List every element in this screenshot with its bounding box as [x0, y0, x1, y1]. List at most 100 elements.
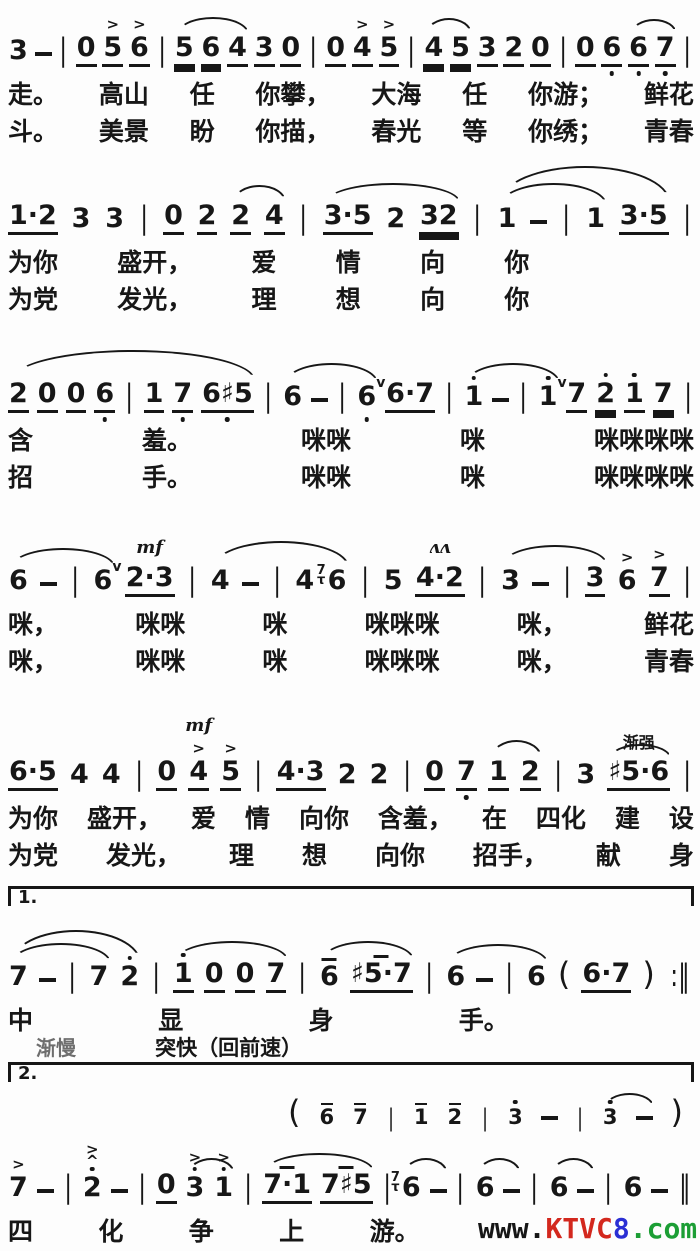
octave-dot-above [192, 1166, 198, 1171]
note-token: 0 [163, 202, 184, 235]
lyric-syllable: 咪咪咪 [364, 646, 440, 676]
note-token: 0 [574, 34, 596, 67]
barline: | [186, 565, 198, 597]
note-token: 0 [36, 380, 58, 413]
accent-icon: > [106, 15, 120, 33]
lyrics-line: 招手。咪咪咪咪咪咪咪 [8, 462, 694, 492]
lyric-syllable: 含 [8, 426, 34, 455]
barline: ‖ [679, 1169, 691, 1205]
barline: | [137, 1169, 146, 1205]
note-token: 6 [401, 1172, 421, 1203]
note-token: 2 [369, 761, 390, 791]
note-token: 2 [230, 202, 252, 235]
lyric-syllable: 想 [335, 284, 361, 314]
note-token: 2 [196, 202, 218, 235]
lyric-syllable: 中 [8, 1006, 34, 1035]
octave-dot [662, 71, 668, 76]
barline: | [359, 565, 371, 597]
duration-dash [36, 1188, 54, 1193]
accent-icon: > [653, 545, 666, 563]
barline: | [272, 562, 281, 598]
lyric-syllable: 发光， [105, 840, 181, 870]
note-upper-marks: > [356, 17, 369, 32]
dynamic-mf: mf [136, 537, 164, 558]
barline: | [604, 1169, 613, 1205]
duration-dash [503, 1188, 521, 1205]
lyrics-line: 咪，咪咪咪咪咪咪咪，青春 [8, 646, 694, 676]
octave-bar-above [320, 1102, 333, 1105]
note-token: 4 [188, 758, 210, 791]
barline: | [63, 1169, 72, 1205]
note-token: 2 [8, 380, 29, 413]
note-token: 0 [155, 1171, 177, 1204]
lyric-syllable: 你 [504, 284, 530, 314]
lyrics-line: 含羞。咪咪咪咪咪咪咪 [8, 427, 694, 455]
tempo-markings: 渐慢 突快（回前速） [36, 1032, 302, 1062]
octave-dot-above [221, 1166, 226, 1171]
barline: | [561, 565, 573, 597]
lyric-syllable: 鲜花 [643, 80, 694, 109]
note-token: 6·5 [8, 758, 58, 791]
note-token: 3 [584, 564, 606, 597]
barline: | [562, 200, 571, 236]
lyric-syllable: 斗。 [8, 116, 59, 146]
lyric-syllable: 春光 [371, 116, 422, 146]
note-token: 3·5 [618, 202, 669, 235]
note-token: 0 [75, 34, 97, 67]
note-token: 2 [519, 758, 541, 791]
note-token: 3 [575, 761, 596, 791]
note-token: mf>4 [185, 717, 212, 791]
note-token: 3 [501, 565, 520, 596]
lyric-syllable: 向你 [298, 804, 349, 833]
duration-dash [429, 1188, 447, 1193]
note-token: 0 [529, 34, 551, 67]
lyrics-line: 中显身手。 [8, 1007, 509, 1035]
note-token: 2 [503, 34, 525, 67]
parenthesis: ) [641, 958, 655, 993]
note-token: >4 [351, 17, 373, 67]
note-upper-marks: mf> [185, 717, 212, 756]
note-token: 5 [450, 34, 471, 67]
barline: | [123, 381, 135, 413]
note-upper-marks [448, 1102, 461, 1105]
accent-icon: > [224, 739, 237, 757]
tempo-slow-label: 渐慢 [36, 1036, 76, 1060]
barline: | [517, 381, 529, 413]
note-token: 3 [500, 567, 521, 597]
note-token: 4 [210, 565, 230, 596]
note-token: 1 [464, 381, 484, 412]
duration-dash [242, 581, 260, 598]
duration-dash [540, 1115, 558, 1132]
note-token: 3 [71, 205, 92, 235]
note-token: 1 [487, 758, 509, 791]
lyric-syllable: 美景 [98, 116, 149, 146]
note-token: 32 [418, 202, 459, 235]
lyric-syllable: 咪 [459, 462, 485, 492]
note-token: 4 [101, 759, 121, 790]
watermark-url: www.KTVC8.com [478, 1212, 697, 1245]
duration-dash [532, 581, 550, 586]
duration-dash [532, 581, 550, 598]
octave-dot-above [632, 372, 637, 377]
volta-bracket-1: 1. [8, 886, 694, 908]
barline: | [454, 1172, 466, 1204]
duration-dash [492, 397, 510, 414]
lyric-syllable: 大海 [371, 80, 422, 109]
accent-icon: > [12, 1155, 25, 1173]
note-token: 2 [519, 758, 541, 791]
note-token: 6 [549, 1172, 569, 1203]
note-token: 3·5 [618, 202, 669, 235]
octave-dot-above [545, 375, 551, 380]
note-token: 6 [549, 1174, 570, 1204]
duration-dash [429, 1188, 447, 1205]
volta-label: 1. [18, 887, 38, 908]
barline: | [156, 35, 168, 67]
note-token: 7·1 [262, 1166, 313, 1204]
